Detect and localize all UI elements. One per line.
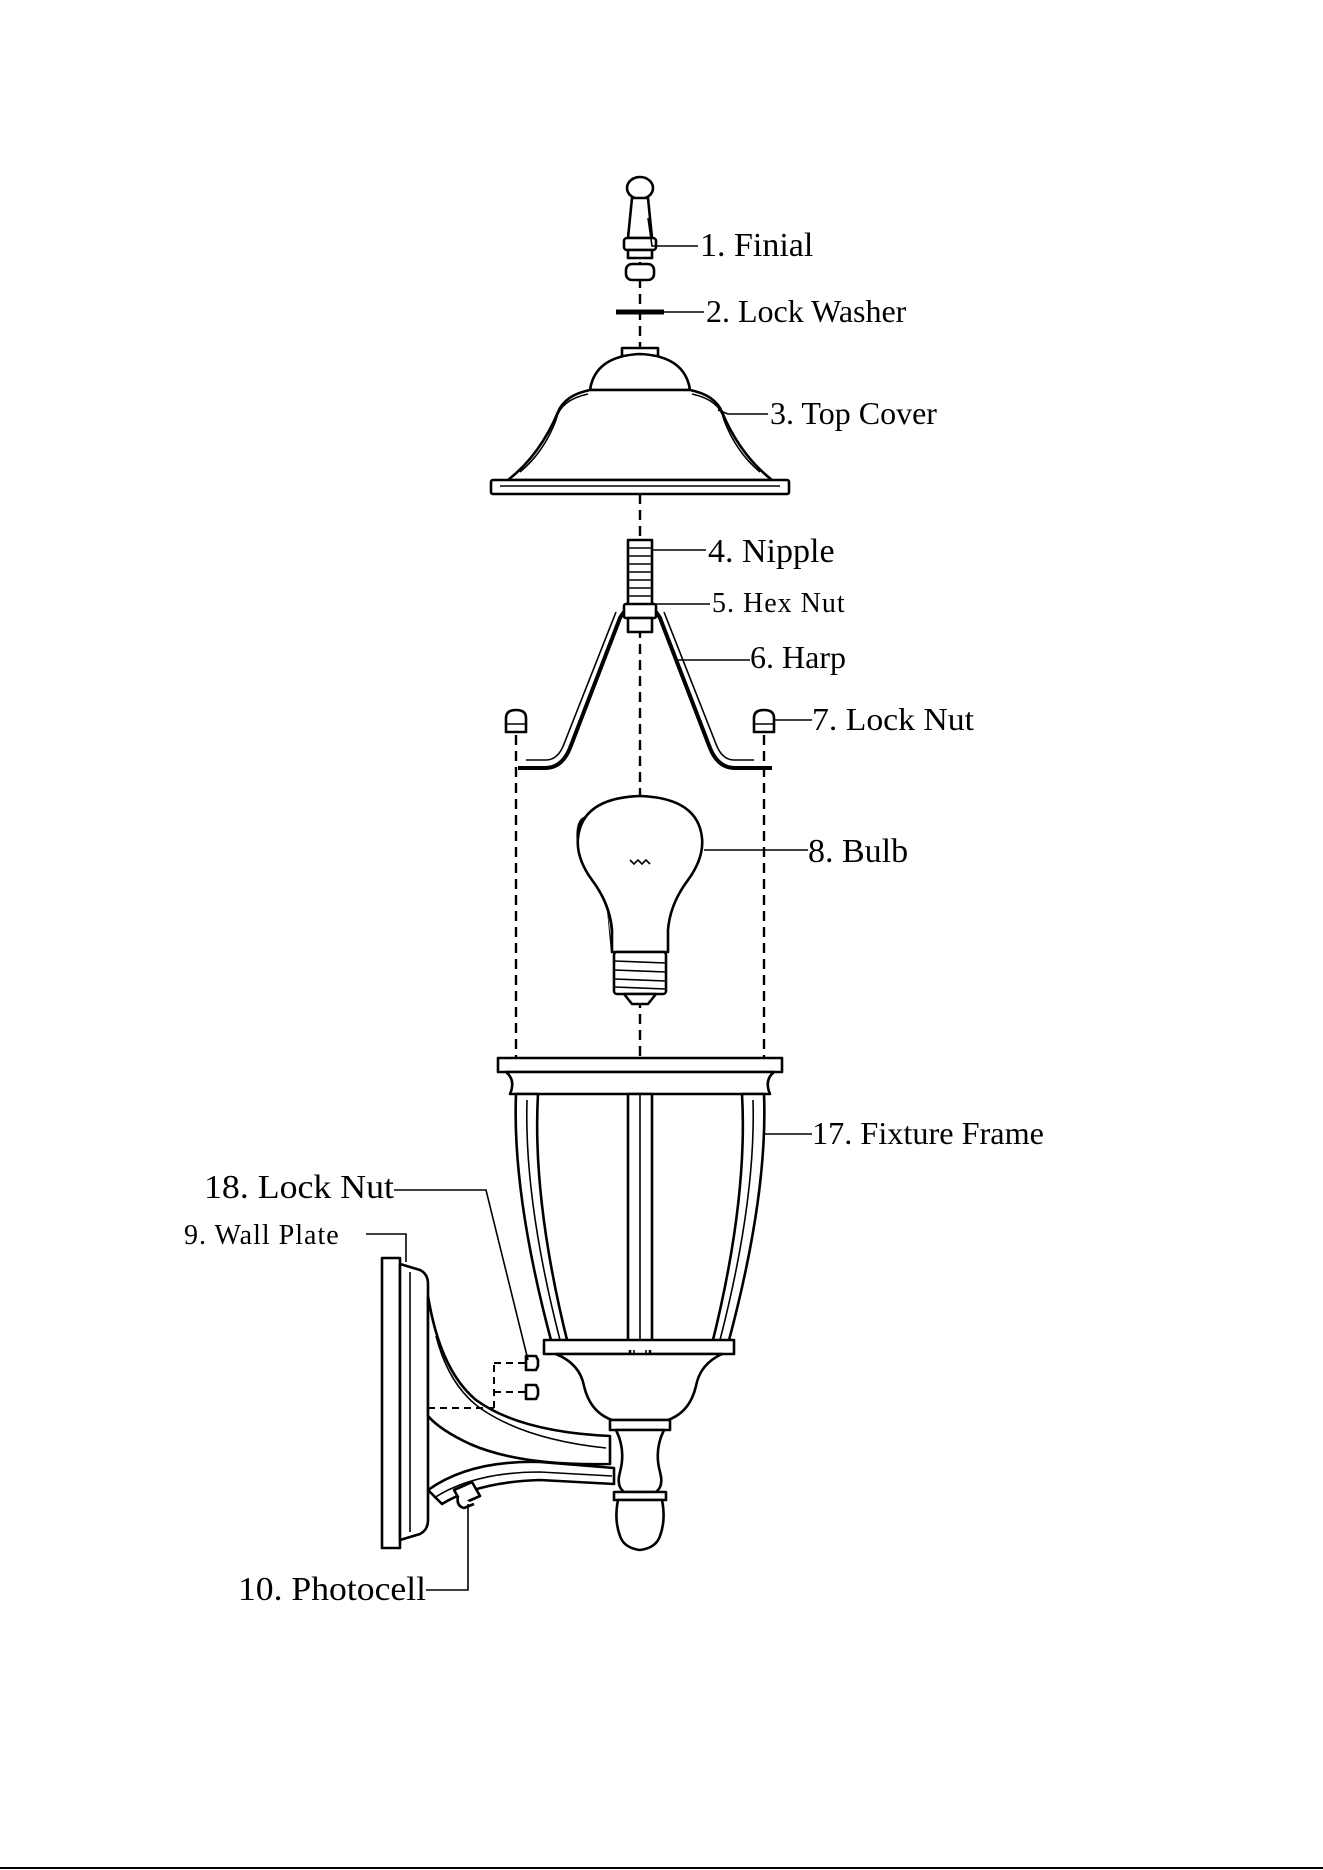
label-harp: 6. Harp — [750, 639, 846, 675]
wall-plate-part — [382, 1258, 614, 1548]
label-lock-washer: 2. Lock Washer — [706, 293, 907, 329]
label-top-cover: 3. Top Cover — [770, 395, 937, 431]
label-wall-plate: 9. Wall Plate — [184, 1220, 340, 1251]
finial-part — [624, 177, 656, 280]
label-lock-nut-bottom: 18. Lock Nut — [204, 1169, 395, 1206]
top-cover-part — [491, 348, 789, 494]
label-finial: 1. Finial — [700, 227, 813, 264]
label-bulb: 8. Bulb — [808, 833, 908, 870]
label-photocell: 10. Photocell — [238, 1571, 426, 1608]
nipple-part — [628, 540, 652, 606]
label-lock-nut-top: 7. Lock Nut — [812, 701, 974, 737]
hex-nut-part — [624, 604, 656, 632]
label-hex-nut: 5. Hex Nut — [712, 588, 846, 619]
label-fixture-frame: 17. Fixture Frame — [812, 1115, 1044, 1151]
bulb-part — [578, 796, 703, 1004]
label-nipple: 4. Nipple — [708, 533, 835, 570]
